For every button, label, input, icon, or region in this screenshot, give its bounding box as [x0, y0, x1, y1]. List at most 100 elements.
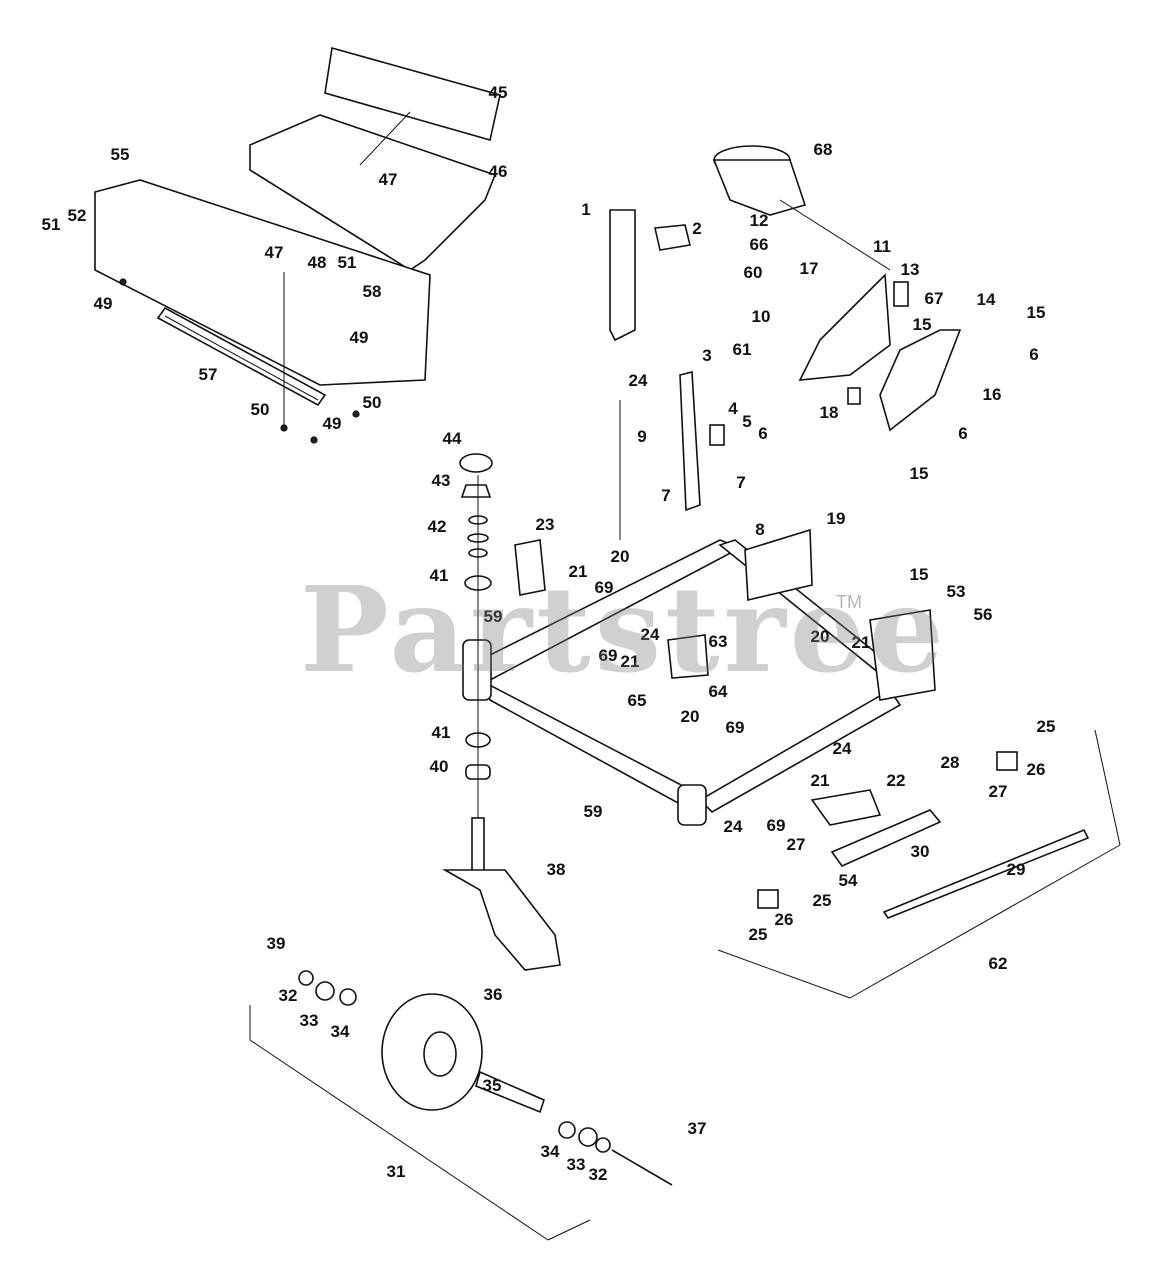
- callout-45: 45: [489, 83, 508, 102]
- side-plate-55: [94, 179, 431, 386]
- callout-24: 24: [629, 371, 648, 390]
- callout-35: 35: [483, 1076, 502, 1095]
- callout-7: 7: [736, 473, 745, 492]
- callout-54: 54: [839, 871, 858, 890]
- callout-7: 7: [661, 486, 670, 505]
- callout-30: 30: [911, 842, 930, 861]
- callout-32: 32: [589, 1165, 608, 1184]
- kit-line-31b: [547, 1219, 591, 1241]
- partstree-watermark: Partstree: [300, 560, 948, 699]
- callout-27: 27: [989, 782, 1008, 801]
- callout-25: 25: [749, 925, 768, 944]
- plate-11: [798, 273, 891, 381]
- nut-50b: [280, 424, 288, 432]
- callout-41: 41: [430, 566, 449, 585]
- callout-18: 18: [820, 403, 839, 422]
- callout-10: 10: [752, 307, 771, 326]
- tension-rod-assembly: [717, 729, 1121, 999]
- callout-24: 24: [833, 739, 852, 758]
- control-lever-assembly: [609, 209, 725, 540]
- lever-grip: [654, 224, 691, 251]
- axle-35: [475, 1070, 545, 1114]
- callout-64: 64: [709, 682, 728, 701]
- callout-21: 21: [852, 633, 871, 652]
- callout-48: 48: [308, 253, 327, 272]
- callout-20: 20: [811, 627, 830, 646]
- callout-36: 36: [484, 985, 503, 1004]
- callout-20: 20: [681, 707, 700, 726]
- fork-38: [441, 869, 561, 971]
- callout-51: 51: [42, 215, 61, 234]
- callout-17: 17: [800, 259, 819, 278]
- callout-15: 15: [910, 565, 929, 584]
- callout-66: 66: [750, 235, 769, 254]
- callout-53: 53: [947, 582, 966, 601]
- callout-49: 49: [323, 414, 342, 433]
- callout-24: 24: [641, 625, 660, 644]
- callout-58: 58: [363, 282, 382, 301]
- callout-59: 59: [584, 802, 603, 821]
- callout-59: 59: [484, 607, 503, 626]
- bearing-34b: [558, 1121, 576, 1139]
- leader-45: [359, 111, 411, 166]
- callout-1: 1: [581, 200, 590, 219]
- mount-plate-19: [744, 528, 813, 601]
- callout-6: 6: [758, 424, 767, 443]
- spacer-32a: [298, 970, 314, 986]
- callout-49: 49: [94, 294, 113, 313]
- callout-32: 32: [279, 986, 298, 1005]
- callout-9: 9: [637, 427, 646, 446]
- nut-49a: [119, 278, 127, 286]
- callout-69: 69: [595, 578, 614, 597]
- callout-26: 26: [1027, 760, 1046, 779]
- callout-56: 56: [974, 605, 993, 624]
- callout-23: 23: [536, 515, 555, 534]
- caster-spindle-stack: [459, 453, 493, 874]
- callout-63: 63: [709, 632, 728, 651]
- bracket-right: [869, 609, 936, 701]
- callout-25: 25: [813, 891, 832, 910]
- callout-14: 14: [977, 290, 996, 309]
- spring-30: [830, 809, 942, 867]
- callout-21: 21: [569, 562, 588, 581]
- callout-16: 16: [983, 385, 1002, 404]
- callout-15: 15: [910, 464, 929, 483]
- spacer-32b: [595, 1137, 611, 1153]
- cupholder-plate-assembly: [712, 145, 962, 432]
- callout-49: 49: [350, 328, 369, 347]
- callout-62: 62: [989, 954, 1008, 973]
- seat-support-plate: [249, 114, 497, 271]
- callout-69: 69: [767, 816, 786, 835]
- callout-55: 55: [111, 145, 130, 164]
- callout-24: 24: [724, 817, 743, 836]
- bolt-37: [611, 1149, 673, 1186]
- callout-21: 21: [621, 652, 640, 671]
- callout-38: 38: [547, 860, 566, 879]
- callout-15: 15: [913, 315, 932, 334]
- kit-line-31a: [249, 1039, 549, 1241]
- main-frame: [462, 528, 936, 826]
- callout-51: 51: [338, 253, 357, 272]
- trademark-symbol: TM: [836, 592, 862, 612]
- spacer-13: [893, 281, 909, 307]
- spacer-18: [847, 387, 861, 405]
- callout-13: 13: [901, 260, 920, 279]
- callout-40: 40: [430, 757, 449, 776]
- spring-4: [709, 424, 725, 446]
- callout-67: 67: [925, 289, 944, 308]
- lever-part: [609, 209, 636, 342]
- callout-34: 34: [331, 1022, 350, 1041]
- callout-65: 65: [628, 691, 647, 710]
- wheel-hub: [423, 1031, 457, 1077]
- callout-69: 69: [599, 646, 618, 665]
- callout-44: 44: [443, 429, 462, 448]
- plate-14: [879, 329, 962, 432]
- bearing-34a: [339, 988, 357, 1006]
- callout-39: 39: [267, 934, 286, 953]
- cap-44: [459, 453, 493, 473]
- seat-pan-assembly: [94, 46, 501, 444]
- hinge-line: [164, 315, 319, 401]
